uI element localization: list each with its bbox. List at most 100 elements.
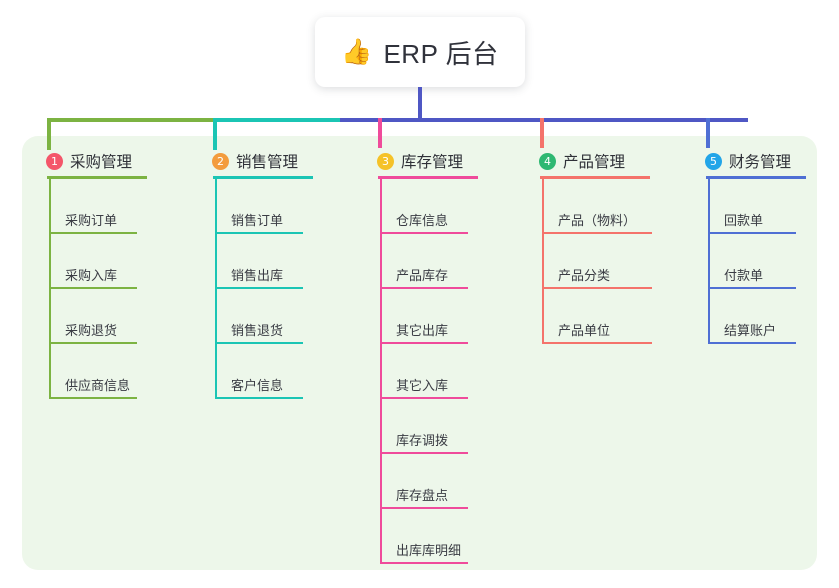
leaf-item-label: 出库库明细 xyxy=(396,543,462,558)
page-title: ERP 后台 xyxy=(383,38,499,69)
drop-line-5 xyxy=(706,118,710,148)
leaf-item[interactable]: 其它出库 xyxy=(390,320,448,344)
leaf-item-label: 采购订单 xyxy=(65,213,118,228)
column-badge-4: 4 xyxy=(539,152,556,170)
leaf-item-underline xyxy=(49,232,137,234)
leaf-item-label: 采购退货 xyxy=(65,323,118,338)
leaf-item-label: 供应商信息 xyxy=(65,378,131,393)
column-underline-4 xyxy=(540,176,650,179)
leaf-item-underline xyxy=(380,287,468,289)
leaf-item-label: 产品（物料） xyxy=(558,213,637,228)
leaf-item-label: 采购入库 xyxy=(65,268,118,283)
leaf-item-label: 库存盘点 xyxy=(396,488,449,503)
leaf-item-underline xyxy=(215,232,303,234)
leaf-item[interactable]: 库存盘点 xyxy=(390,485,448,509)
column-badge-3: 3 xyxy=(377,152,394,170)
column-title-3: 库存管理 xyxy=(401,154,464,171)
drop-line-3 xyxy=(378,118,382,148)
leaf-item[interactable]: 结算账户 xyxy=(718,320,776,344)
leaf-item[interactable]: 其它入库 xyxy=(390,375,448,399)
leaf-item-underline xyxy=(380,452,468,454)
column-badge-2: 2 xyxy=(212,152,229,170)
leaf-item[interactable]: 仓库信息 xyxy=(390,210,448,234)
leaf-item-label: 产品单位 xyxy=(558,323,611,338)
leaf-item-underline xyxy=(380,397,468,399)
leaf-item-underline xyxy=(542,342,652,344)
column-header-5[interactable]: 5 财务管理 xyxy=(705,150,791,172)
leaf-item-label: 销售退货 xyxy=(231,323,284,338)
leaf-item-label: 付款单 xyxy=(724,268,764,283)
leaf-item[interactable]: 付款单 xyxy=(718,265,763,289)
leaf-item[interactable]: 销售订单 xyxy=(225,210,283,234)
leaf-item-label: 库存调拨 xyxy=(396,433,449,448)
leaf-item[interactable]: 供应商信息 xyxy=(59,375,130,399)
leaf-item-underline xyxy=(708,342,796,344)
column-title-4: 产品管理 xyxy=(563,154,626,171)
column-header-2[interactable]: 2 销售管理 xyxy=(212,150,298,172)
root-node-content: 👍 ERP 后台 xyxy=(341,34,498,71)
root-stem xyxy=(418,87,422,120)
drop-line-1 xyxy=(47,118,51,150)
leaf-item[interactable]: 产品库存 xyxy=(390,265,448,289)
leaf-item-underline xyxy=(542,287,652,289)
leaf-item-underline xyxy=(380,232,468,234)
leaf-item-label: 仓库信息 xyxy=(396,213,449,228)
leaf-item-underline xyxy=(49,397,137,399)
leaf-item[interactable]: 产品单位 xyxy=(552,320,610,344)
column-underline-3 xyxy=(378,176,478,179)
column-header-1[interactable]: 1 采购管理 xyxy=(46,150,132,172)
leaf-item-label: 客户信息 xyxy=(231,378,284,393)
column-title-1: 采购管理 xyxy=(70,154,133,171)
leaf-item-underline xyxy=(380,562,468,564)
column-header-3[interactable]: 3 库存管理 xyxy=(377,150,463,172)
leaf-item[interactable]: 销售退货 xyxy=(225,320,283,344)
column-spine-4 xyxy=(542,179,544,342)
leaf-item[interactable]: 采购退货 xyxy=(59,320,117,344)
bar-segment-1 xyxy=(49,118,215,122)
leaf-item-underline xyxy=(49,342,137,344)
column-header-4[interactable]: 4 产品管理 xyxy=(539,150,625,172)
column-underline-2 xyxy=(213,176,313,179)
column-badge-1: 1 xyxy=(46,152,63,170)
leaf-item-label: 其它入库 xyxy=(396,378,449,393)
leaf-item-underline xyxy=(215,397,303,399)
leaf-item-label: 其它出库 xyxy=(396,323,449,338)
leaf-item-underline xyxy=(380,342,468,344)
leaf-item-underline xyxy=(215,287,303,289)
bar-segment-3 xyxy=(340,118,748,122)
root-node[interactable]: 👍 ERP 后台 xyxy=(315,17,525,87)
leaf-item-underline xyxy=(380,507,468,509)
leaf-item-label: 销售出库 xyxy=(231,268,284,283)
leaf-item-underline xyxy=(708,232,796,234)
leaf-item-label: 销售订单 xyxy=(231,213,284,228)
column-underline-1 xyxy=(47,176,147,179)
column-underline-5 xyxy=(706,176,806,179)
leaf-item-underline xyxy=(542,232,652,234)
leaf-item-underline xyxy=(215,342,303,344)
column-title-5: 财务管理 xyxy=(729,154,792,171)
column-title-2: 销售管理 xyxy=(236,154,299,171)
leaf-item-label: 结算账户 xyxy=(724,323,777,338)
leaf-item[interactable]: 回款单 xyxy=(718,210,763,234)
leaf-item[interactable]: 库存调拨 xyxy=(390,430,448,454)
leaf-item-label: 产品分类 xyxy=(558,268,611,283)
leaf-item[interactable]: 采购入库 xyxy=(59,265,117,289)
leaf-item-label: 回款单 xyxy=(724,213,764,228)
branches-panel xyxy=(22,136,817,570)
leaf-item-underline xyxy=(708,287,796,289)
leaf-item[interactable]: 产品（物料） xyxy=(552,210,636,234)
drop-line-2 xyxy=(213,118,217,150)
column-badge-5: 5 xyxy=(705,152,722,170)
leaf-item-label: 产品库存 xyxy=(396,268,449,283)
leaf-item[interactable]: 采购订单 xyxy=(59,210,117,234)
leaf-item[interactable]: 产品分类 xyxy=(552,265,610,289)
leaf-item[interactable]: 客户信息 xyxy=(225,375,283,399)
leaf-item[interactable]: 销售出库 xyxy=(225,265,283,289)
drop-line-4 xyxy=(540,118,544,148)
column-spine-3 xyxy=(380,179,382,562)
leaf-item-underline xyxy=(49,287,137,289)
leaf-item[interactable]: 出库库明细 xyxy=(390,540,461,564)
thumbs-up-icon: 👍 xyxy=(341,37,373,66)
bar-segment-2 xyxy=(215,118,340,122)
